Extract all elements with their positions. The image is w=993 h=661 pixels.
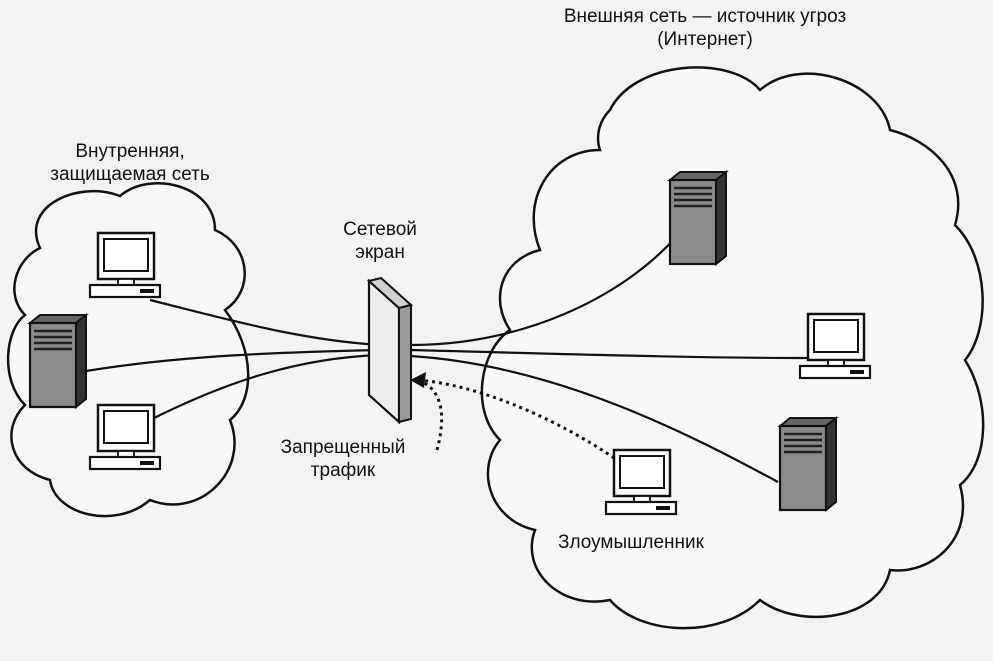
external-network-title: Внешняя сеть — источник угроз (Интернет)	[560, 5, 850, 51]
internal-server-icon	[28, 313, 88, 409]
attacker-label: Злоумышленник	[558, 532, 704, 553]
firewall-label: Сетевой экран	[330, 218, 430, 264]
blocked-traffic-line	[417, 378, 621, 464]
internal-network-title-line1: Внутренняя,	[75, 141, 185, 162]
external-network-cloud	[480, 66, 985, 630]
firewall-label-line2: экран	[355, 242, 405, 263]
blocked-traffic-label: Запрещенный трафик	[268, 436, 418, 482]
internal-network-title: Внутренняя, защищаемая сеть	[30, 140, 230, 186]
external-network-title-line1: Внешняя сеть — источник угроз	[563, 6, 847, 27]
external-server-bottom-icon	[778, 416, 838, 512]
attacker-pc-icon	[604, 448, 678, 516]
firewall-icon	[366, 276, 414, 425]
internal-pc-bottom-icon	[88, 403, 162, 471]
internal-pc-top-icon	[88, 231, 162, 299]
blocked-traffic-label-line2: трафик	[310, 460, 376, 481]
internal-network-cloud	[6, 182, 250, 518]
internal-network-title-line2: защищаемая сеть	[50, 164, 210, 185]
blocked-traffic-arrowhead	[410, 372, 426, 388]
blocked-traffic-label-line1: Запрещенный	[280, 437, 406, 458]
external-network-title-line2: (Интернет)	[657, 29, 753, 50]
blocked-traffic-arrow-tail	[417, 378, 444, 451]
external-server-top-icon	[668, 170, 728, 266]
external-pc-icon	[798, 312, 872, 380]
firewall-label-line1: Сетевой	[343, 219, 417, 240]
connection-line	[149, 353, 779, 483]
